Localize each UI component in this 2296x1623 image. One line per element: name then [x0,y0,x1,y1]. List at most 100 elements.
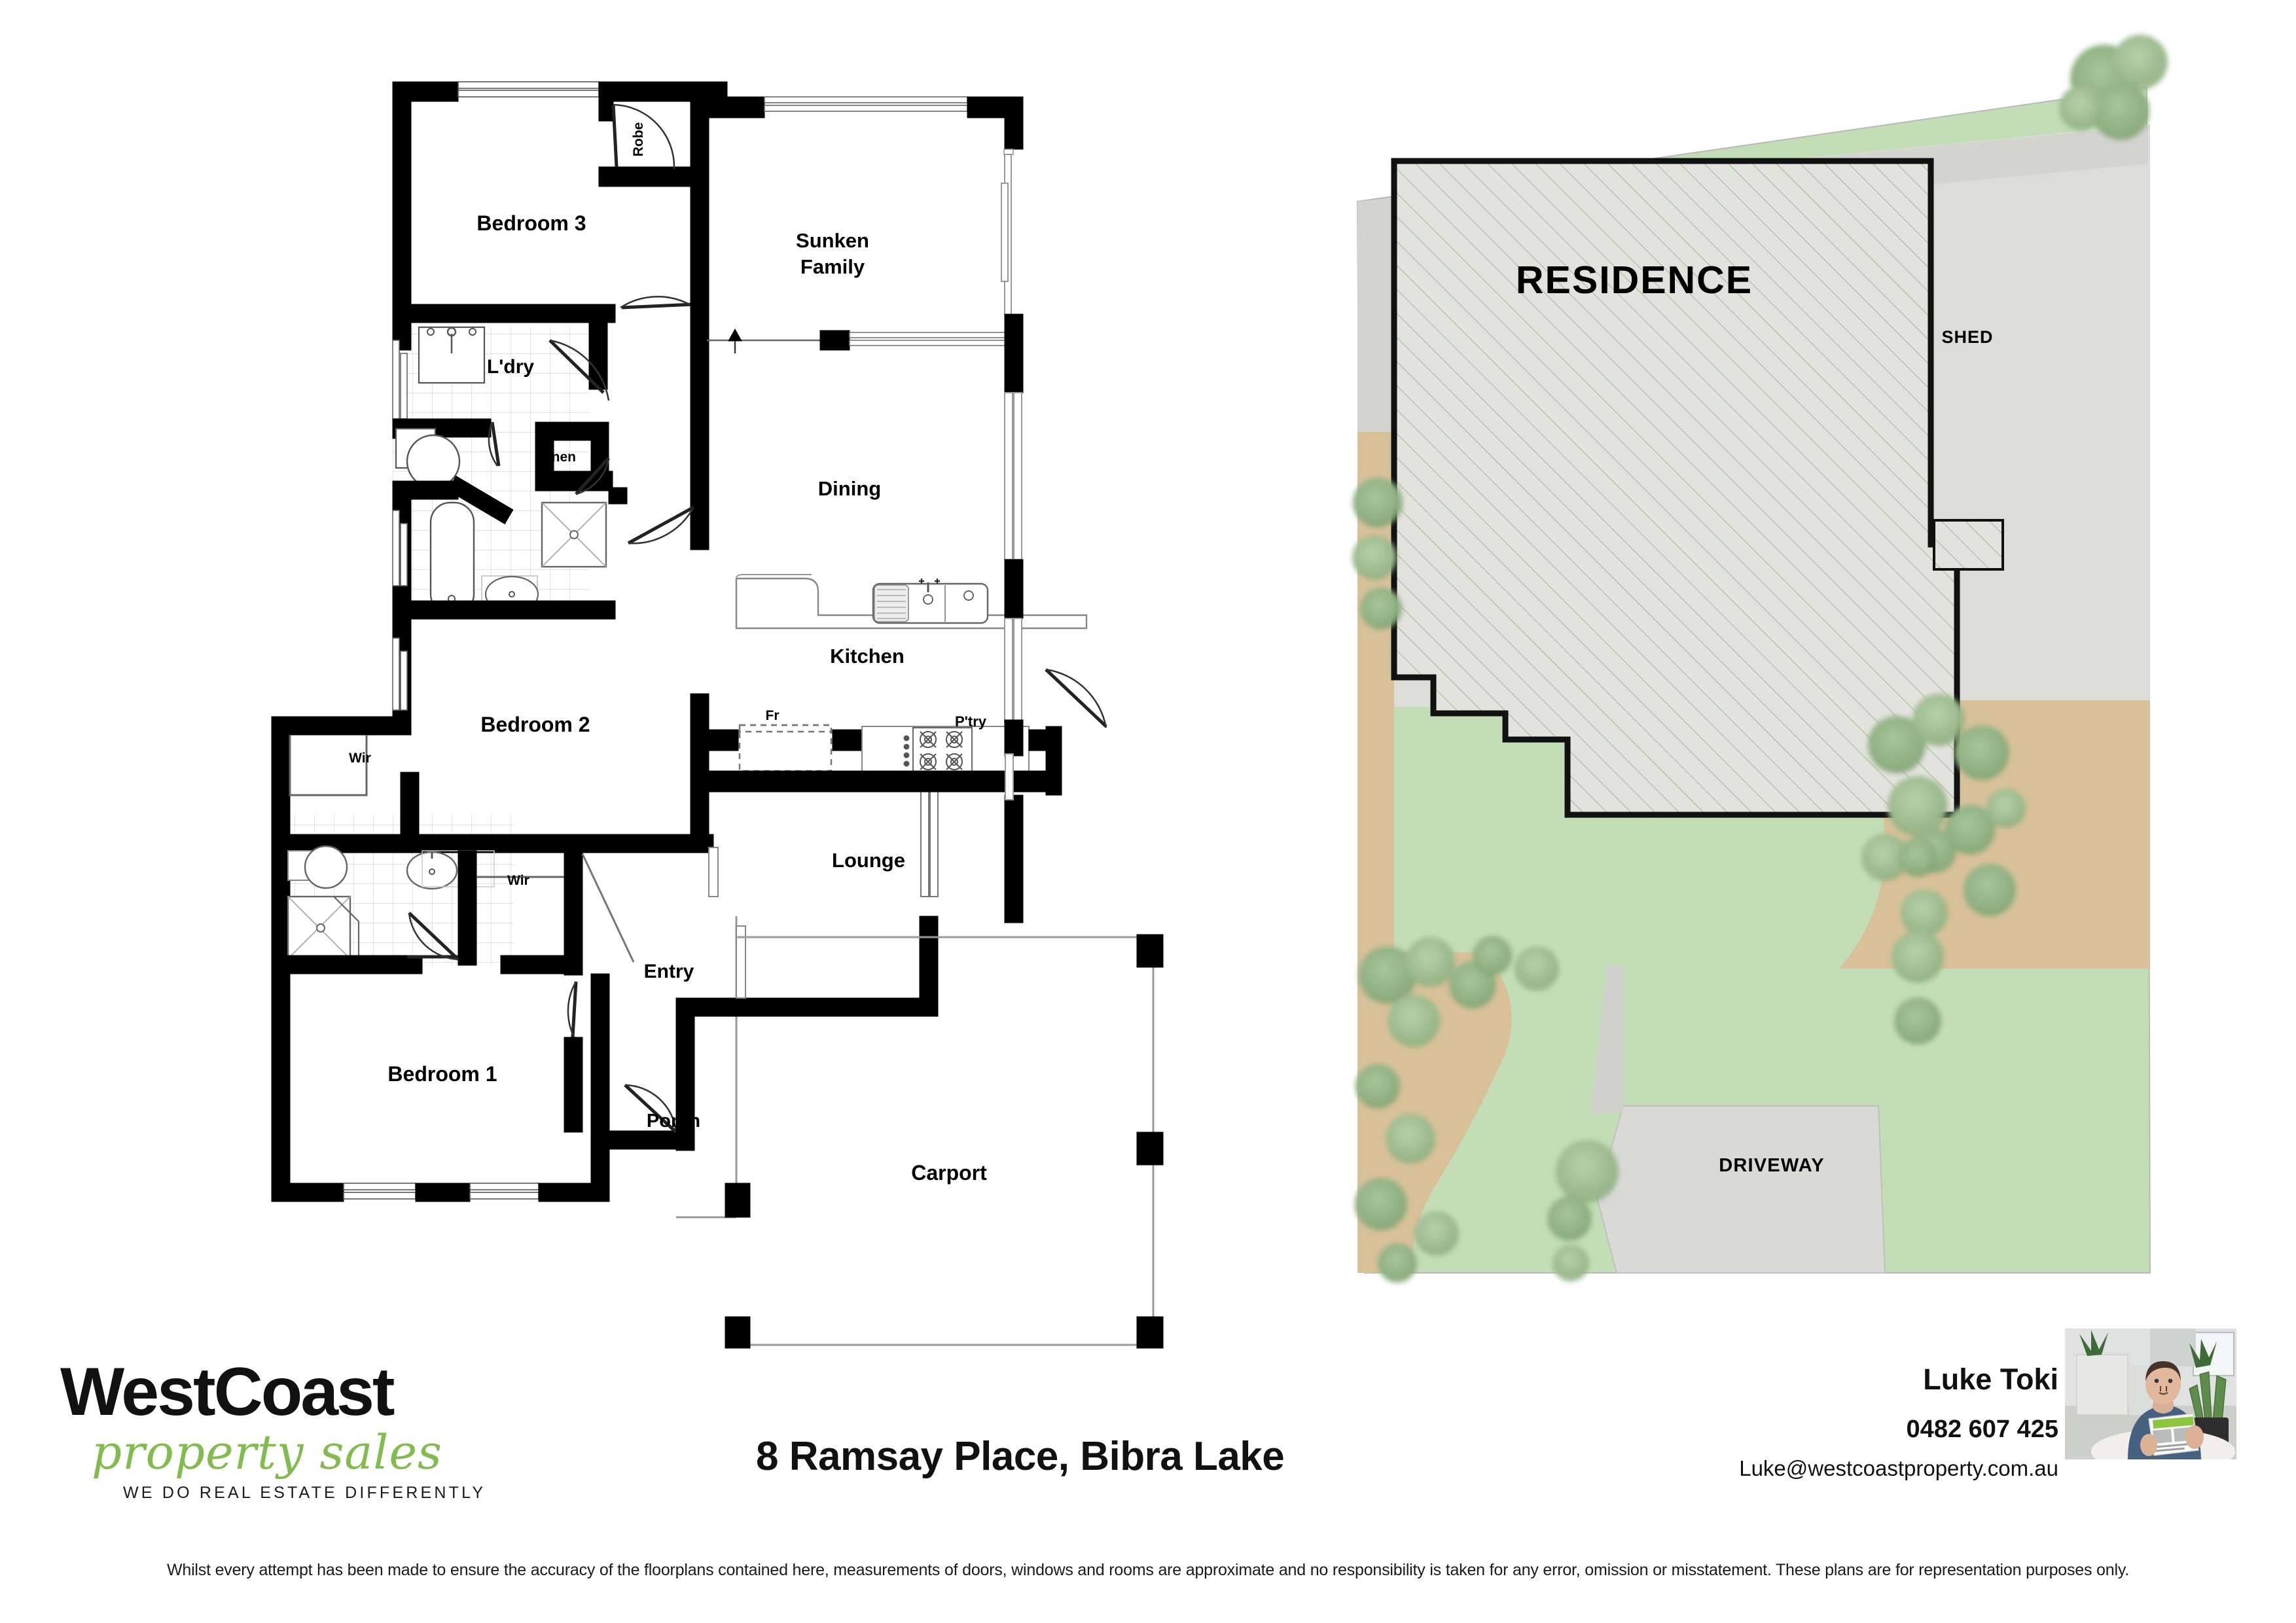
window [400,651,408,711]
door-leaf [571,981,578,1038]
carport-post [725,1316,751,1349]
planter-edge [581,853,635,963]
wall [675,1073,695,1151]
sink-drainer [874,584,909,622]
window [849,332,1007,338]
door-swing-arc [620,296,691,309]
wall [708,81,728,118]
door-leaf [575,457,610,495]
room-label-sunken: Sunken [796,229,869,252]
room-label-robe: Robe [631,122,646,157]
wall [1045,726,1062,796]
fridge-recess [738,724,833,733]
wall [392,480,459,500]
shed-footprint [1933,519,2004,571]
wall [500,955,573,974]
agent-contact-block: Luke Toki 0482 607 425 Luke@westcoastpro… [1469,1364,2058,1479]
siteplan-label-residence: RESIDENCE [1516,259,1753,302]
window [400,523,408,586]
window [392,637,400,711]
door-leaf [408,912,459,961]
room-label-bedroom2: Bedroom 2 [480,713,590,736]
wall [598,81,708,102]
wall [1004,559,1024,619]
wall [457,850,477,966]
door-swing-arc [628,508,694,544]
wall [1004,830,1024,923]
brand-logo-wordmark: WestCoast [60,1354,395,1430]
tree-cluster [1352,35,2168,1283]
window [1005,753,1014,800]
wall [271,850,291,972]
brand-logo: WestCoast property sales WE DO REAL ESTA… [60,1358,531,1522]
window [764,105,968,112]
door-swing-arc [624,1084,677,1133]
fridge-recess [738,724,833,772]
siteplan-label-driveway: DRIVEWAY [1719,1155,1825,1176]
toilet-pan [406,434,461,489]
window [343,1192,416,1200]
wall [564,850,583,976]
carport-post [1136,1316,1164,1349]
wall [564,1037,583,1133]
door-leaf [627,505,695,545]
brand-logo-tagline: WE DO REAL ESTATE DIFFERENTLY [123,1484,486,1502]
window [920,778,929,897]
room-label-wir-bedroom1: Wir [507,873,529,888]
window [1004,618,1013,724]
driveway-neck [1590,965,1623,1113]
door-leaf [490,421,501,467]
wall-angled [447,475,514,525]
wall [400,772,420,842]
window [929,778,939,897]
wall [415,1183,471,1202]
toilet-pan [304,845,348,889]
door-swing-arc [549,339,610,401]
disclaimer-text: Whilst every attempt has been made to en… [166,1561,2130,1579]
step-arrow [728,328,742,342]
door-leaf [548,339,605,394]
wall [598,166,709,187]
door-leaf [1045,668,1107,728]
agent-photo [2065,1329,2236,1459]
wall [590,1130,677,1150]
window [1004,392,1013,560]
wall [588,304,608,390]
bathtub [429,501,475,615]
door-swing-arc [575,459,610,495]
wall [1004,96,1024,150]
wall [1004,794,1024,832]
window [457,81,600,89]
wall [271,716,412,736]
agent-phone[interactable]: 0482 607 425 [1906,1416,2058,1443]
wall [271,955,423,974]
siteplan-label-shed: SHED [1941,327,1993,347]
window [457,90,600,98]
kitchen-bench-upper [735,577,1088,630]
door-swing-arc [408,912,459,961]
wall [675,997,939,1017]
room-label-family: Family [800,255,865,278]
wall [919,916,939,1015]
carport-post [1136,934,1164,968]
wall [608,487,628,505]
door-swing-arc [1045,668,1107,728]
wall [708,729,739,751]
wall [392,304,616,323]
door-leaf [611,104,619,168]
room-label-bedroom3: Bedroom 3 [476,211,586,235]
carport-post [725,1183,751,1218]
window [849,340,1007,346]
window [1013,618,1022,724]
agent-email[interactable]: Luke@westcoastproperty.com.au [1739,1456,2058,1480]
wall [819,330,850,351]
wall [690,693,709,842]
wall [675,997,695,1080]
window [764,96,968,103]
window [708,847,719,897]
window [1001,183,1009,282]
room-label-dining: Dining [818,477,881,500]
